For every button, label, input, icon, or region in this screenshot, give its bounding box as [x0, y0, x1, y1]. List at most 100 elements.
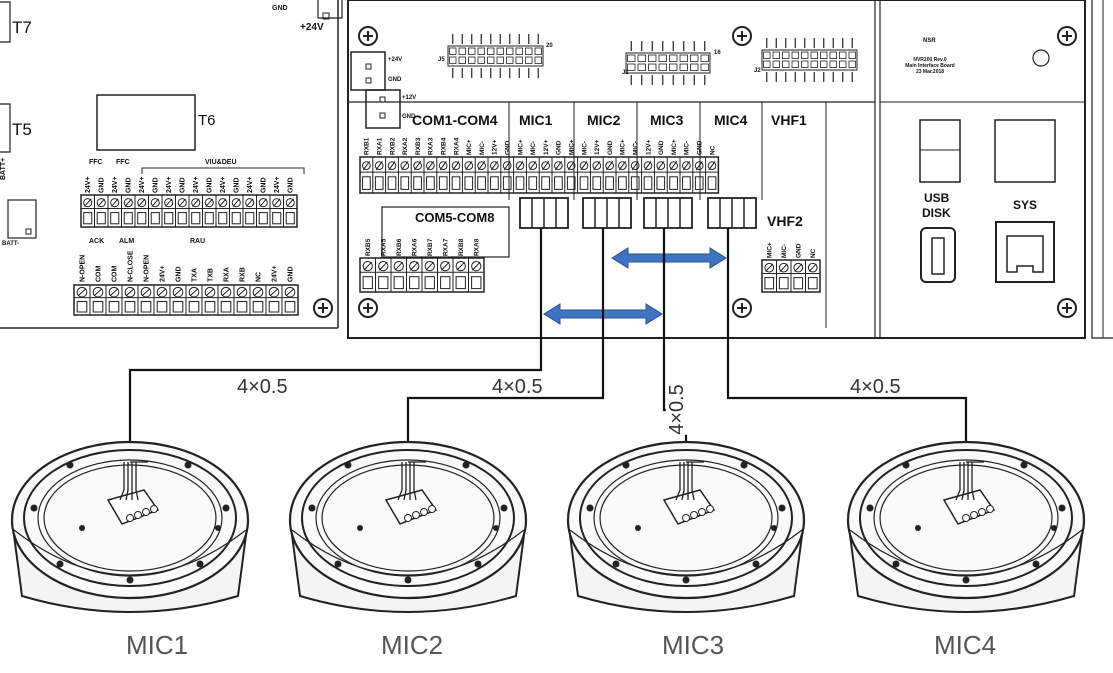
terminal-screw [413, 161, 422, 190]
terminal-screw [172, 286, 184, 313]
pin-label: RXB6 [396, 238, 403, 256]
terminal-screw [188, 286, 200, 313]
pin-label: GND [556, 140, 563, 155]
terminal-screw [455, 261, 466, 290]
pin-label: N-OPEN [143, 255, 150, 282]
terminal-screw [490, 161, 499, 190]
cable-clamp [643, 197, 693, 229]
terminal-screw [218, 198, 228, 225]
pin-label: RXB7 [427, 238, 434, 256]
terminal-screw [204, 198, 214, 225]
t7-outline [0, 1, 11, 43]
label-com58: COM5-COM8 [415, 210, 495, 225]
cable-mic1 [128, 228, 543, 466]
screw-icon [313, 298, 333, 318]
pin-label: RXA6 [412, 238, 419, 256]
pin-label: RXB3 [415, 137, 422, 155]
microphone-icon [566, 440, 806, 613]
pin-label: N-OPEN [79, 255, 86, 282]
pin-label: GND [126, 177, 133, 193]
terminal-screw [236, 286, 248, 313]
pin-label: RXA7 [443, 238, 450, 256]
terminal-screw [440, 261, 451, 290]
top-connector [317, 0, 343, 19]
pin-label: COM [111, 266, 118, 283]
pin-label: MIC- [581, 141, 588, 155]
vhf2-terminal-block [761, 259, 821, 293]
microphone-icon [846, 440, 1086, 613]
terminal-screw [579, 161, 589, 190]
header-j5 [447, 34, 544, 78]
pin-label: MIC+ [671, 139, 678, 155]
cable-label-mic3: 4×0.5 [665, 384, 689, 435]
pin-label: MIC+ [568, 139, 575, 155]
led-indicator [1032, 49, 1050, 67]
pin-label: GND [180, 177, 187, 193]
pin-label: RXB8 [458, 238, 465, 256]
label-j5: J5 [438, 57, 445, 63]
double-arrow-icon [611, 247, 727, 269]
pin-label: 24V+ [159, 265, 166, 282]
screw-icon [1057, 298, 1077, 318]
mic2-label: MIC2 [380, 630, 444, 660]
terminal-screw [110, 198, 120, 225]
label-vhf1: VHF1 [771, 112, 807, 128]
pin-label: 24V+ [85, 176, 92, 193]
terminal-screw [669, 161, 678, 190]
terminal-screw [140, 286, 152, 313]
label-pwr-gnd1: GND [388, 77, 402, 83]
label-gnd-top: GND [272, 5, 288, 12]
label-ffc-2: FFC [116, 159, 130, 166]
label-pwr-gnd2: GND [402, 114, 416, 120]
terminal-screw [220, 286, 232, 313]
pin-label: RXB5 [365, 238, 372, 256]
pin-label: MIC- [781, 244, 788, 258]
cable-mic4 [726, 228, 968, 466]
label-rau: RAU [190, 238, 206, 245]
terminal-screw [177, 198, 187, 225]
label-t7: T7 [12, 18, 32, 37]
header-j1 [625, 41, 711, 85]
main-board-outline [347, 0, 1086, 339]
pin-label: RXB2 [389, 137, 396, 155]
label-j2: J2 [754, 68, 761, 74]
pin-label: GND [504, 140, 511, 155]
label-j1: J1 [622, 70, 629, 76]
pin-label: MIC+ [767, 242, 774, 258]
pin-label: N-CLOSE [127, 250, 134, 282]
terminal-screw [362, 161, 371, 190]
terminal-screw [400, 161, 410, 190]
pin-label: 12V+ [645, 139, 652, 155]
pin-label: NC [709, 145, 716, 155]
label-j5-num: 20 [546, 43, 553, 49]
pin-label: RXB [239, 267, 246, 282]
usb-port-icon [920, 227, 956, 283]
terminal-screw [426, 161, 435, 190]
terminal-screw [464, 161, 474, 190]
pin-label: RXA5 [381, 238, 388, 256]
pin-label: GND [261, 177, 268, 193]
pin-label: RXA2 [402, 137, 409, 155]
pin-label: GND [607, 140, 614, 155]
label-mic4-section: MIC4 [714, 112, 748, 128]
pin-label: 12V+ [492, 139, 499, 155]
pin-label: RXA3 [428, 137, 435, 155]
terminal-screw [284, 286, 296, 313]
terminal-screw [164, 198, 174, 225]
terminal-screw [258, 198, 268, 225]
terminal-screw [643, 161, 653, 190]
pin-label: MIC- [479, 141, 486, 155]
pin-label: RXA1 [376, 137, 383, 155]
label-mic1-section: MIC1 [519, 112, 553, 128]
terminal-screw [438, 161, 448, 190]
label-ack: ACK [89, 238, 105, 245]
terminal-screw [387, 161, 397, 190]
terminal-screw [554, 161, 563, 190]
pin-label: NC [810, 248, 817, 258]
label-disk: DISK [922, 206, 951, 220]
left-lower-terminal-block [73, 284, 299, 316]
board-info: NVR200 Rev.0 Main Interface Board 23 Mar… [900, 57, 960, 75]
microphone-icon [288, 440, 528, 613]
terminal-screw [630, 161, 640, 190]
